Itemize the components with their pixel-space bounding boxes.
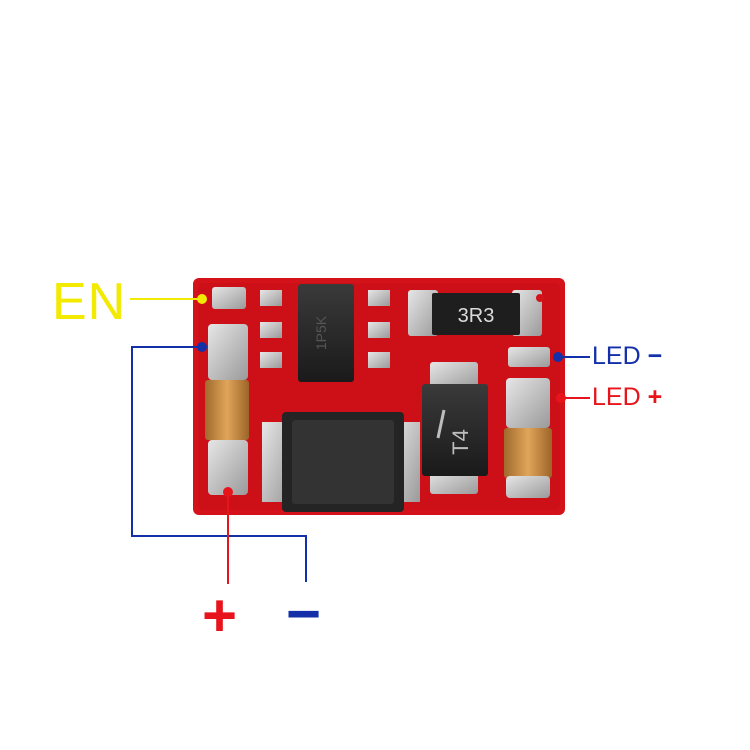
led-plus-label: LED + <box>592 385 662 410</box>
ic-pad <box>260 352 282 368</box>
right-cap-pad-bottom <box>506 476 550 498</box>
ic-pad <box>368 290 390 306</box>
resistor-pad <box>408 290 438 336</box>
resistor-marking: 3R3 <box>458 305 495 327</box>
positive-wire-dot <box>223 487 233 497</box>
led-minus-label: LED − <box>592 344 662 369</box>
en-label: EN <box>52 273 127 331</box>
right-cap-body <box>504 428 552 478</box>
negative-input-wire <box>131 346 307 582</box>
led-minus-sign: − <box>647 342 663 370</box>
negative-wire-dot <box>197 342 207 352</box>
en-pad <box>212 287 246 309</box>
left-cap-body <box>205 380 249 440</box>
led-minus-wire-dot <box>553 352 563 362</box>
ic-pad <box>260 290 282 306</box>
ic-chip <box>298 284 354 382</box>
ic-pad <box>260 322 282 338</box>
inductor-top <box>292 420 394 504</box>
led-plus-wire-dot <box>556 393 566 403</box>
led-plus-sign: + <box>647 383 663 411</box>
diode-body <box>422 384 488 476</box>
left-cap-pad-top <box>208 324 248 380</box>
diode-band <box>436 409 446 439</box>
ic-pad <box>368 352 390 368</box>
led-minus-text: LED <box>592 342 641 370</box>
led-plus-text: LED <box>592 383 641 411</box>
right-cap-pad-top <box>506 378 550 428</box>
input-plus-label: + <box>202 582 238 649</box>
diode-pad <box>430 362 478 388</box>
left-cap-pad-bottom <box>208 440 248 495</box>
led-minus-pad <box>508 347 550 367</box>
diode-marking: T4 <box>448 429 473 455</box>
ic-chip-marking: 1P5K <box>313 315 329 350</box>
ic-pad <box>368 322 390 338</box>
en-wire-dot <box>197 294 207 304</box>
input-minus-label: − <box>286 580 322 647</box>
board-hole <box>536 294 544 302</box>
resistor-body <box>432 293 520 335</box>
